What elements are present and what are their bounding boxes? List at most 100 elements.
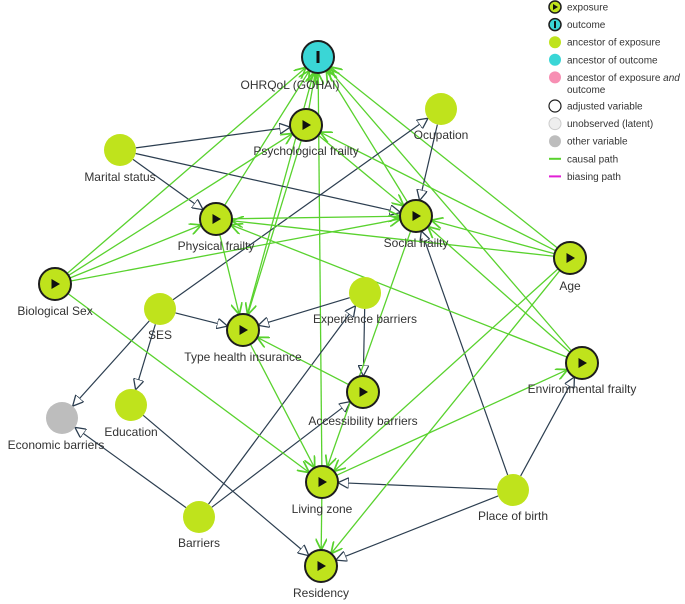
edge-age-to-res [332,270,561,552]
node-social[interactable]: Social frailty [384,199,449,250]
play-icon [212,214,221,224]
circle-light-icon [548,117,562,131]
node-label: Environmental frailty [528,382,637,396]
node-label: Economic barriers [8,438,105,452]
legend-item-other: other variable [549,135,628,148]
legend-item-ancestor_outcome: ancestor of outcome [549,53,658,66]
legend: exposure outcome ancestor of exposure ances… [548,0,680,183]
legend-item-causal: causal path [549,154,618,165]
node-acc[interactable]: Accessibility barriers [308,375,418,428]
node-ses[interactable]: SES [144,293,176,342]
node-circle[interactable] [349,277,381,309]
outcome-bar-icon [316,51,320,63]
edge-bio-to-psych [68,134,292,276]
node-ocup[interactable]: Ocupation [414,93,469,142]
node-label: Education [104,425,157,439]
node-label: Type health insurance [184,350,302,364]
legend-item-exposure: exposure [548,0,609,14]
node-marital[interactable]: Marital status [84,134,156,184]
node-label: Experience barriers [313,312,417,326]
node-circle[interactable] [144,293,176,325]
node-ohrqol[interactable]: OHRQoL (GOHAI) [241,40,340,92]
node-label: SES [148,328,172,342]
node-circle[interactable] [183,501,215,533]
edge-psych-to-social [317,134,403,205]
edge-age-to-ohrqol [331,68,558,249]
legend-label: ancestor of outcome [567,55,658,66]
node-edu[interactable]: Education [104,389,158,439]
node-circle[interactable] [425,93,457,125]
node-age[interactable]: Age [553,241,587,293]
circle-icon [549,71,561,84]
edge-psych-to-tins [248,140,302,313]
legend-label: ancestor of exposure [567,38,661,49]
node-pob[interactable]: Place of birth [478,474,548,523]
edge-ses-to-edu [136,324,156,388]
node-label: Marital status [84,170,155,184]
play-icon [566,253,575,263]
legend-label: biasing path [567,172,621,183]
edge-social-to-ohrqol [327,71,409,203]
edge-barriers-to-acc [211,402,350,508]
node-exp[interactable]: Experience barriers [313,277,417,326]
play-icon [412,211,421,221]
node-label: Age [559,279,581,293]
play-icon [359,387,368,397]
edge-env-to-social [429,227,571,353]
edge-ses-to-ocup [172,119,427,301]
edge-env-to-ohrqol [329,70,573,352]
edge-bio-to-social [70,219,400,282]
node-label: Accessibility barriers [308,414,417,428]
node-econ[interactable]: Economic barriers [8,402,105,452]
edge-pob-to-env [520,378,574,477]
node-label: Residency [293,586,349,600]
node-psych[interactable]: Psychological frailty [253,108,359,158]
edge-age-to-social [432,220,555,255]
edge-marital-to-social [135,152,400,212]
node-circle[interactable] [46,402,78,434]
nodes-layer: OHRQoL (GOHAI) Psychological frailty Ocupa… [8,40,637,600]
edge-age-to-living [335,268,559,471]
node-label: Biological Sex [17,304,92,318]
play-icon [302,120,311,130]
node-barriers[interactable]: Barriers [178,501,220,550]
node-phys[interactable]: Physical frailty [178,202,255,253]
edges-layer [66,68,574,560]
legend-label: outcome [567,20,606,31]
edge-edu-to-res [142,414,308,555]
legend-item-outcome: outcome [548,17,606,32]
node-bio[interactable]: Biological Sex [17,267,93,318]
node-label: Ocupation [414,128,469,142]
legend-label: unobserved (latent) [567,119,653,130]
edge-living-to-res [321,497,322,549]
edge-living-to-env [336,370,567,476]
legend-label: adjusted variable [567,102,643,113]
circle-gray-icon [549,135,561,148]
node-circle[interactable] [497,474,529,506]
legend-label: other variable [567,137,628,148]
edge-bio-to-phys [69,225,200,279]
node-circle[interactable] [115,389,147,421]
play-icon [578,358,587,368]
edge-bio-to-ohrqol [66,68,305,275]
node-circle[interactable] [104,134,136,166]
edge-tins-to-living [249,343,314,467]
legend-item-biasing: biasing path [549,172,621,183]
node-living[interactable]: Living zone [292,465,353,516]
play-icon [51,279,60,289]
node-env[interactable]: Environmental frailty [528,346,637,396]
edge-barriers-to-econ [76,428,187,509]
legend-item-adjusted: adjusted variable [548,99,643,113]
edge-ses-to-econ [73,320,150,405]
legend-item-unobserved: unobserved (latent) [548,117,653,131]
node-tins[interactable]: Type health insurance [184,313,302,364]
node-label: Place of birth [478,509,548,523]
node-label: Social frailty [384,236,449,250]
node-label: OHRQoL (GOHAI) [241,78,340,92]
legend-item-ancestor_exposure: ancestor of exposure [549,36,661,49]
edge-ses-to-tins [175,312,227,326]
circle-icon [549,53,561,66]
edge-ocup-to-social [420,124,438,200]
node-res[interactable]: Residency [293,549,349,600]
edge-marital-to-psych [135,127,289,149]
